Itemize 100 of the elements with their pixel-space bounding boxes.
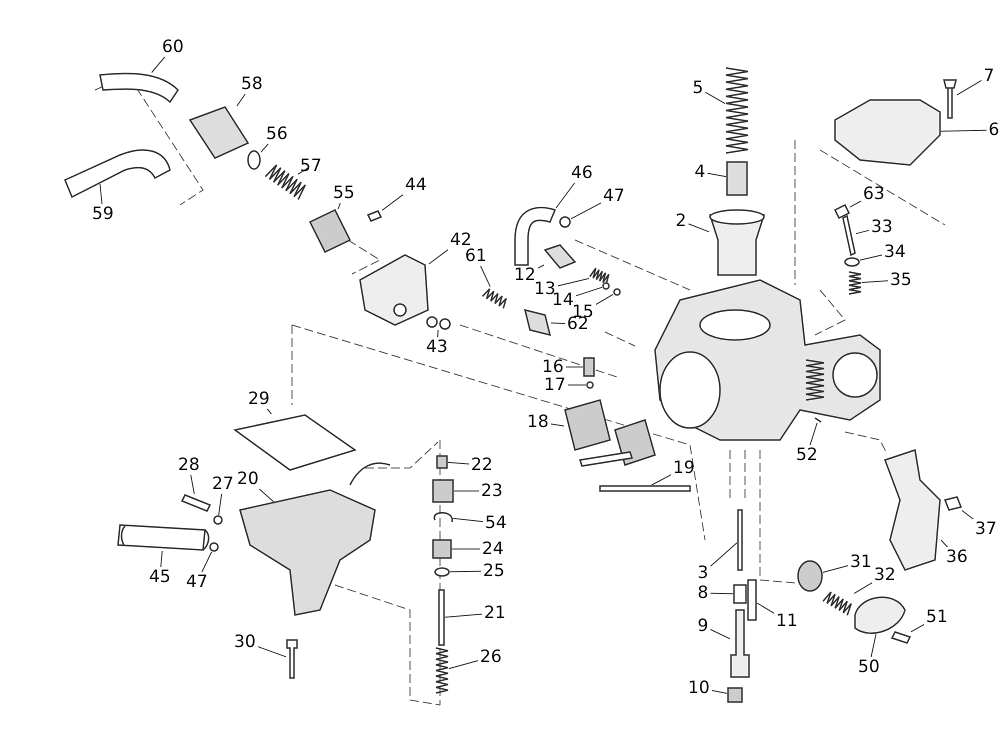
callout-number: 13 [534,279,556,299]
leader-line [850,200,862,208]
o-ring-drawing [434,567,450,577]
callout-number: 21 [484,603,506,623]
clip-drawing [209,542,219,552]
leader-line [910,624,924,632]
leader-line [570,202,602,220]
callout-number: 7 [984,66,994,86]
needle-drawing [737,509,743,571]
jet-drawing [727,687,743,703]
leader-line [258,488,276,504]
jet-drawing [747,579,757,621]
leader-line [382,194,404,211]
leader-line [338,202,341,210]
callout-number: 20 [237,469,259,489]
leader-line [712,690,728,694]
callout-number: 44 [405,175,427,195]
callout-number: 11 [776,611,798,631]
callout-number: 58 [241,74,263,94]
washer-drawing [844,257,860,267]
leader-line [822,565,848,573]
float-drawing [564,399,656,467]
pin-drawing [814,417,822,423]
leader-line [550,424,564,426]
screw-head-drawing [834,204,850,219]
callout-number: 52 [796,445,818,465]
leader-line [651,474,672,486]
callout-number: 61 [465,246,487,266]
callout-number: 16 [542,357,564,377]
leader-line [218,494,222,516]
hose-drawing [64,149,171,198]
callout-number: 6 [988,120,1000,140]
callout-number: 24 [482,539,504,559]
bolt-drawing [944,496,962,511]
spring-drawing [822,591,852,616]
bracket-drawing [524,308,552,336]
callout-number: 50 [858,657,880,677]
leader-line [568,384,586,386]
callout-number: 34 [884,242,906,262]
clip-drawing [426,316,451,330]
callout-number: 18 [527,412,549,432]
cover-drawing [854,596,906,634]
leader-line [448,660,478,670]
leader-line [448,462,470,464]
o-ring-drawing [602,282,610,290]
callout-number: 46 [571,163,593,183]
plunger-drawing [308,209,352,253]
spring-drawing [482,288,507,309]
hose-drawing [99,72,179,103]
nut-drawing [432,539,452,559]
leader-line [710,629,730,640]
callout-number: 37 [975,519,997,539]
pin-drawing [583,357,595,377]
callout-number: 28 [178,455,200,475]
callout-number: 36 [946,547,968,567]
callout-number: 47 [186,572,208,592]
leader-line [940,130,987,132]
leader-line [576,286,602,296]
rod-drawing [599,485,691,492]
leader-line [860,254,882,261]
leader-line [962,510,974,520]
callout-number: 59 [92,204,114,224]
callout-number: 51 [926,607,948,627]
leader-line [596,294,614,305]
housing-drawing [359,254,429,326]
callout-number: 55 [333,183,355,203]
clip-drawing [586,381,594,389]
gear-drawing [797,560,823,592]
leader-line [710,542,738,567]
leader-line [707,172,726,178]
leader-line [428,249,448,264]
clip-drawing [434,512,453,522]
leader-line [480,266,491,288]
leader-line [854,582,872,594]
leader-line [190,474,195,494]
callout-number: 60 [162,37,184,57]
screw-drawing [180,494,212,512]
callout-number: 54 [485,513,507,533]
callout-number: 45 [149,567,171,587]
leader-line [856,230,870,234]
leader-line [538,264,544,269]
leader-line [100,184,102,204]
jet-drawing [733,584,747,604]
float-bowl-drawing [239,462,390,616]
leader-line [151,56,166,73]
jet-holder-drawing [730,609,750,678]
callout-number: 17 [544,375,566,395]
leader-line [756,602,774,614]
leader-line [201,552,212,572]
leader-line [437,330,439,338]
leader-line [266,408,272,414]
callout-number: 29 [248,389,270,409]
leader-line [260,144,269,153]
spring-drawing [435,647,449,694]
callout-number: 22 [471,455,493,475]
leader-line [710,592,734,594]
leader-line [956,80,982,96]
leader-line [556,182,576,208]
callout-number: 23 [481,481,503,501]
leader-line [940,540,948,548]
